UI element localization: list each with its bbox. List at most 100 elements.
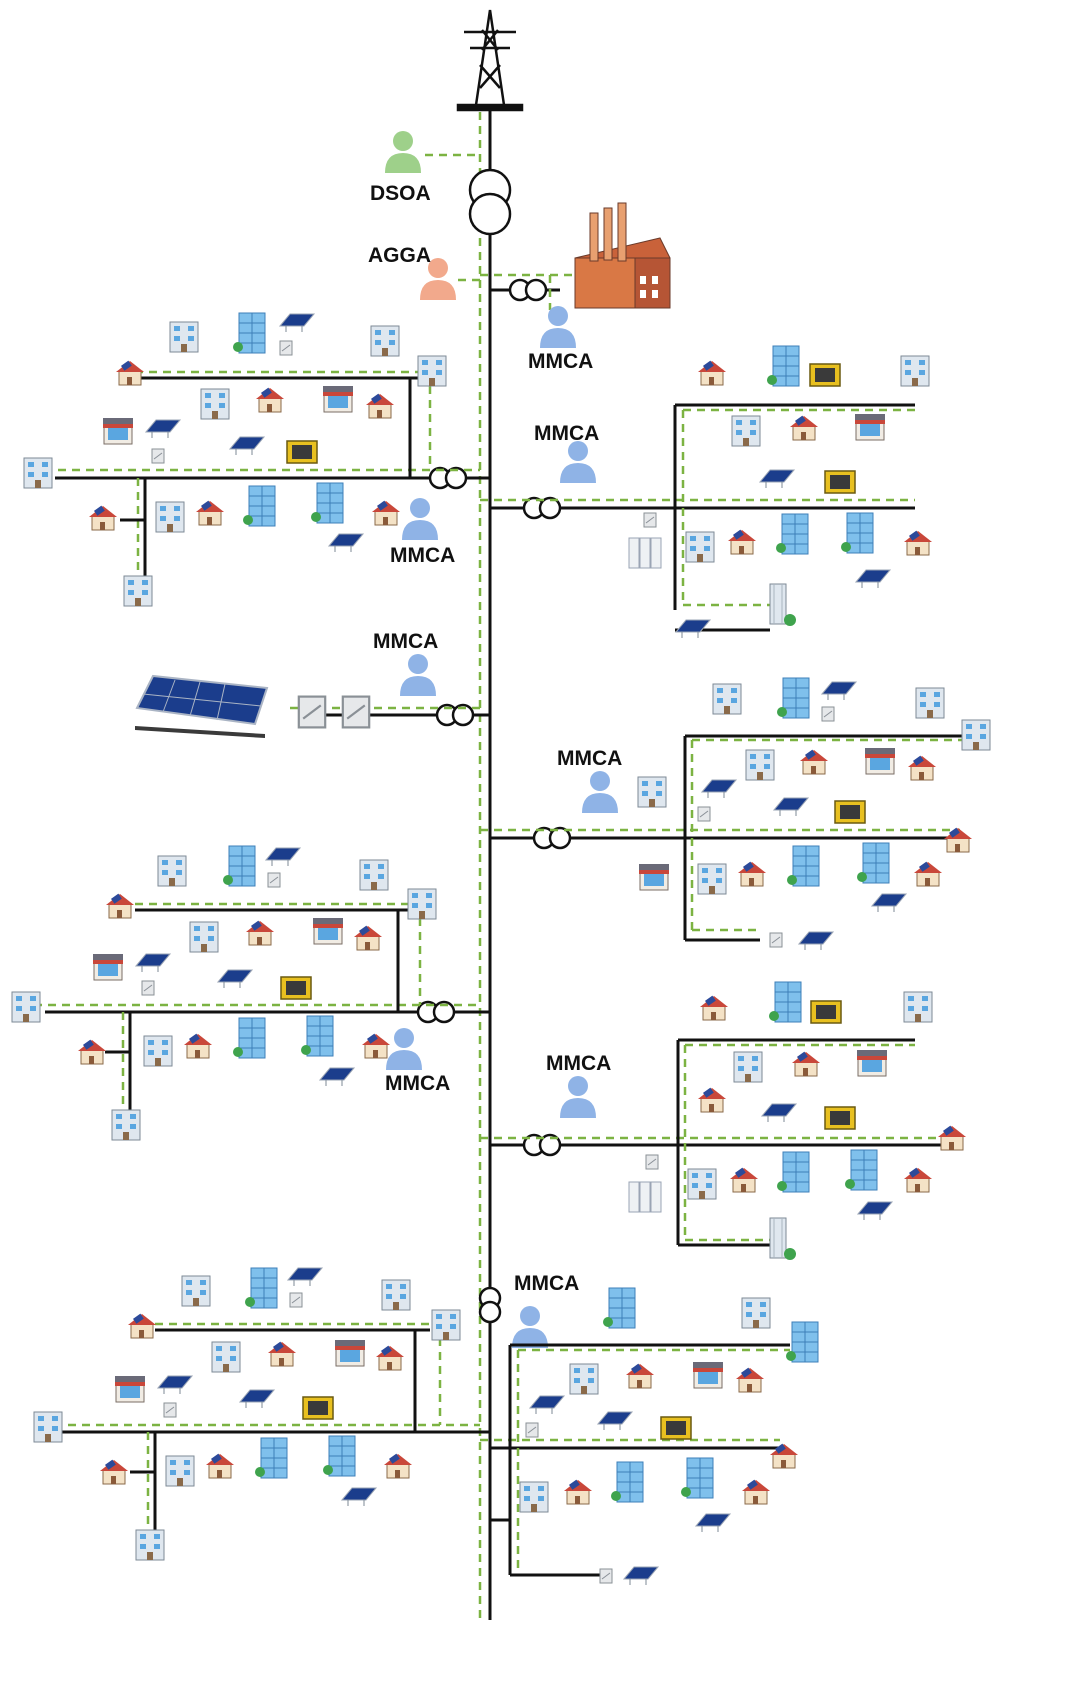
person-agent-icon <box>402 498 438 540</box>
shop-icon <box>692 1361 724 1389</box>
generator-icon <box>810 1000 842 1024</box>
factory-icon <box>574 202 671 309</box>
office-building-icon <box>844 1149 878 1191</box>
house-icon <box>799 749 829 775</box>
solar-panel-icon <box>759 469 795 489</box>
apartment-icon <box>417 355 447 387</box>
transformer-icon <box>416 1000 456 1024</box>
house-icon <box>105 893 135 919</box>
inverter-icon <box>151 448 165 464</box>
office-building-icon <box>244 1267 278 1309</box>
apartment-icon <box>637 776 667 808</box>
solar-panel-icon <box>857 1201 893 1221</box>
microgrid-left-2: MMCA <box>11 845 490 1141</box>
house-icon <box>245 920 275 946</box>
solar-panel-icon <box>239 1389 275 1409</box>
apartment-icon <box>189 921 219 953</box>
solar-panel-icon <box>623 1566 659 1586</box>
shop-icon <box>334 1339 366 1367</box>
apartment-icon <box>169 321 199 353</box>
apartment-icon <box>165 1455 195 1487</box>
office-building-icon <box>776 677 810 719</box>
agga-agent: AGGA <box>368 244 480 300</box>
office-building-icon <box>232 312 266 354</box>
apartment-icon <box>111 1109 141 1141</box>
solar-panel-icon <box>773 797 809 817</box>
apartment-icon <box>900 355 930 387</box>
solar-panel-icon <box>279 313 315 333</box>
house-icon <box>361 1033 391 1059</box>
person-agent-icon <box>400 654 436 696</box>
person-agent-icon <box>540 306 576 348</box>
shop-icon <box>322 385 354 413</box>
house-icon <box>183 1033 213 1059</box>
shop-icon <box>102 417 134 445</box>
apartment-icon <box>370 325 400 357</box>
apartment-icon <box>157 855 187 887</box>
apartment-icon <box>135 1529 165 1561</box>
transmission-tower-icon <box>456 9 524 112</box>
microgrid-left-3 <box>33 1267 490 1561</box>
person-agent-icon <box>512 1306 548 1348</box>
shop-icon <box>856 1049 888 1077</box>
person-agent-icon <box>560 1076 596 1118</box>
apartment-icon <box>697 863 727 895</box>
apartment-icon <box>519 1481 549 1513</box>
apartment-icon <box>731 415 761 447</box>
office-building-icon <box>610 1461 644 1503</box>
office-building-icon <box>222 845 256 887</box>
dsoa-label: DSOA <box>370 182 431 205</box>
apartment-icon <box>11 991 41 1023</box>
mmca-label-factory: MMCA <box>528 350 593 373</box>
bottom-transformer: MMCA <box>478 1272 579 1348</box>
solar-panel-icon <box>871 893 907 913</box>
house-icon <box>907 755 937 781</box>
main-feeder <box>478 110 492 1620</box>
inverter-icon <box>163 1402 177 1418</box>
generator-icon <box>809 363 841 387</box>
office-building-icon <box>776 1151 810 1193</box>
office-building-icon <box>322 1435 356 1477</box>
apartment-icon <box>915 687 945 719</box>
microgrid-right-3: MMCA <box>480 981 967 1261</box>
transformer-icon <box>435 703 475 727</box>
mmca-label-bottom: MMCA <box>514 1272 579 1295</box>
office-building-icon <box>602 1287 636 1329</box>
house-icon <box>375 1345 405 1371</box>
house-icon <box>255 387 285 413</box>
generator-icon <box>280 976 312 1000</box>
house-icon <box>697 360 727 386</box>
office-building-icon <box>310 482 344 524</box>
mmca-label-right-1: MMCA <box>534 422 599 445</box>
solar-panel-icon <box>229 436 265 456</box>
mmca-label-right-3: MMCA <box>546 1052 611 1075</box>
house-icon <box>729 1167 759 1193</box>
battery-storage-icon <box>628 1181 662 1213</box>
solar-panel-icon <box>855 569 891 589</box>
house-icon <box>937 1125 967 1151</box>
generator-icon <box>824 470 856 494</box>
inverter-icon <box>267 872 281 888</box>
house-icon <box>127 1313 157 1339</box>
apartment-icon <box>431 1309 461 1341</box>
generator-icon <box>834 800 866 824</box>
house-icon <box>563 1479 593 1505</box>
apartment-icon <box>407 888 437 920</box>
apartment-icon <box>181 1275 211 1307</box>
house-icon <box>383 1453 413 1479</box>
house-icon <box>625 1363 655 1389</box>
office-building-icon <box>232 1017 266 1059</box>
inverter-icon <box>279 340 293 356</box>
person-agent-icon <box>582 771 618 813</box>
inverter-icon <box>141 980 155 996</box>
inverter-icon <box>289 1292 303 1308</box>
house-icon <box>267 1341 297 1367</box>
solar-panel-icon <box>287 1267 323 1287</box>
house-icon <box>735 1367 765 1393</box>
microgrid-right-4 <box>480 1287 819 1586</box>
office-building-icon <box>775 513 809 555</box>
inverter-icon <box>821 706 835 722</box>
transformer-icon <box>428 466 468 490</box>
apartment-icon <box>123 575 153 607</box>
house-icon <box>195 500 225 526</box>
